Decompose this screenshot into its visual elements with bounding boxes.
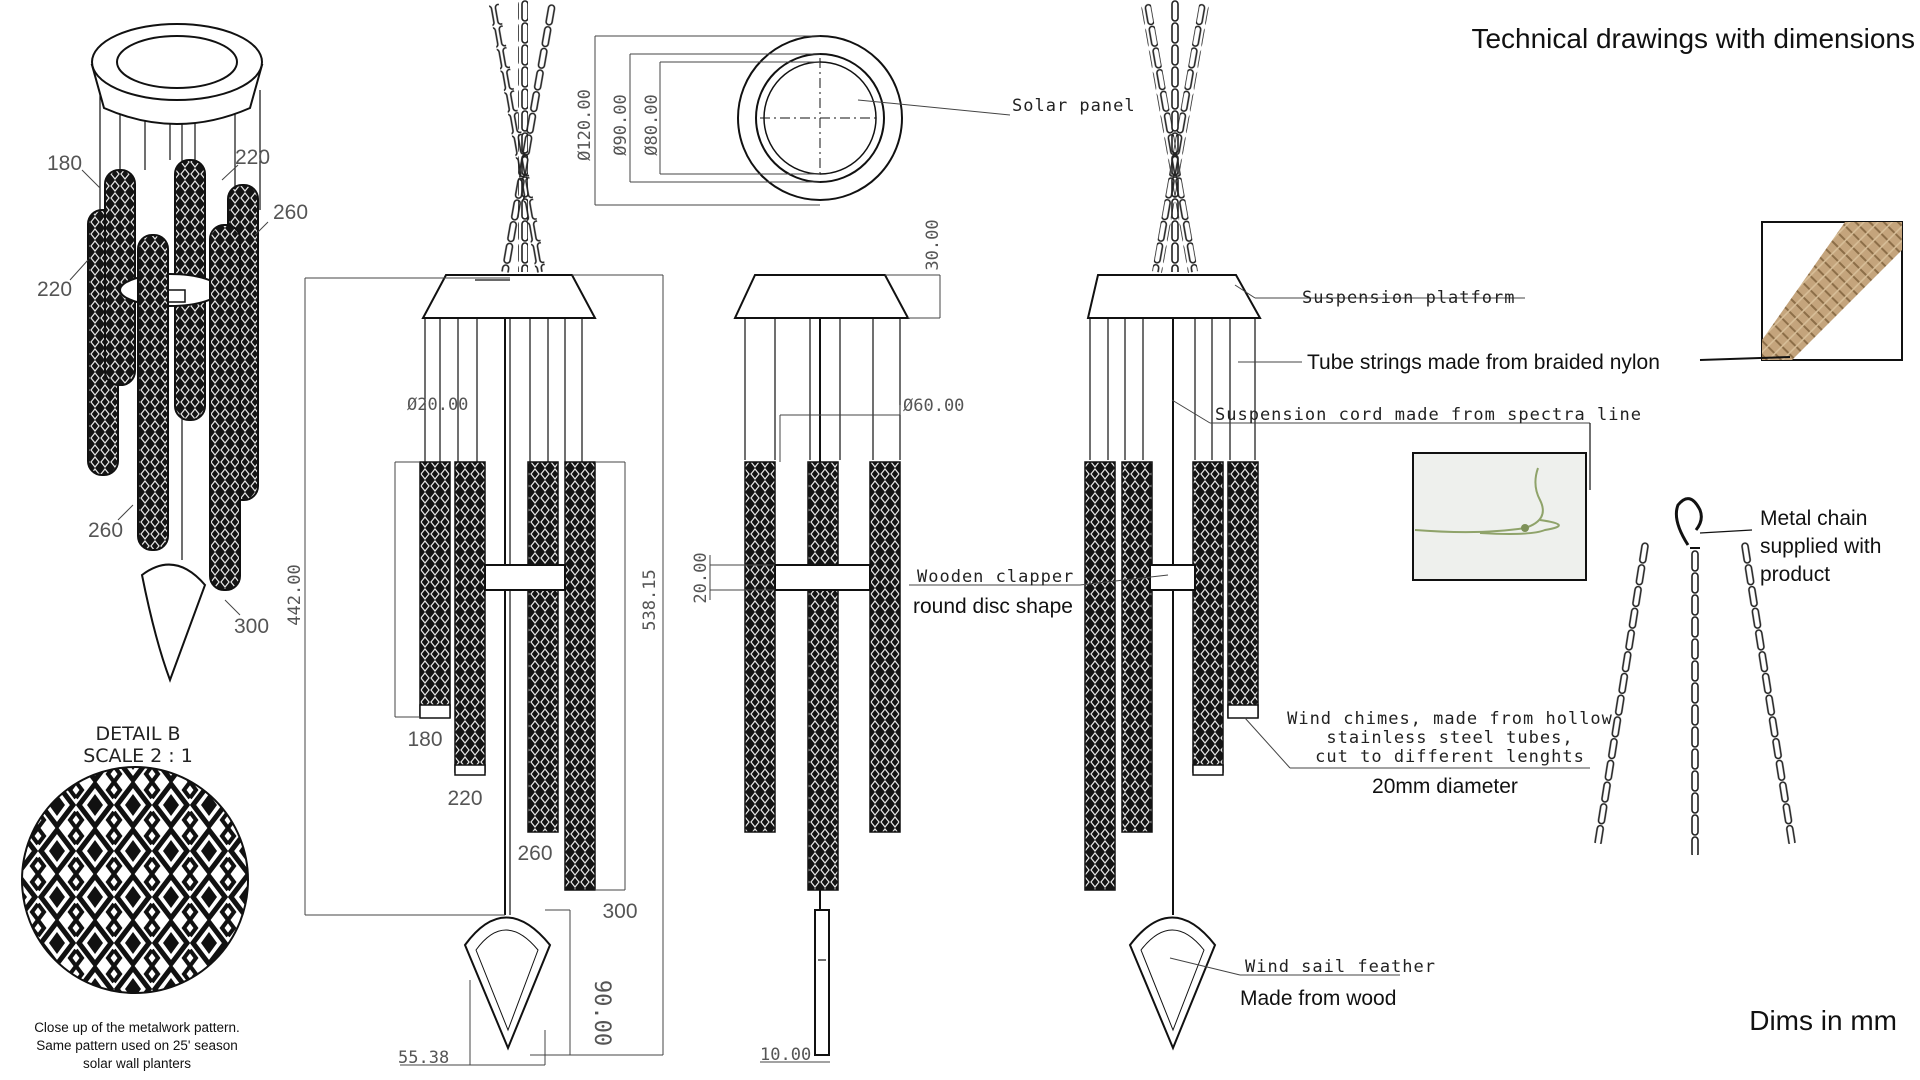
label-wind-sail-material: Made from wood [1240,987,1396,1010]
label-wooden-clapper: Wooden clapper [917,567,1074,587]
labeled-chains [1140,0,1210,273]
front-dimension-lines [304,274,664,1066]
labeled-platform [1086,274,1262,319]
label-wind-sail: Wind sail feather [1245,957,1436,977]
front-view: 442.00 Ø20.00 538.15 90.00 55.38 180 220… [285,0,664,1068]
label-suspension-cord: Suspension cord made from spectra line [1215,405,1642,425]
dim-overall-height: 442.00 [285,564,305,625]
top-dimension-lines [594,35,1011,206]
front-wind-sail [463,916,552,1051]
front-label-220: 220 [447,787,482,810]
iso-tube-300 [209,224,241,591]
side-tube-right [869,461,901,833]
iso-label-220-left: 220 [37,278,72,301]
front-tube-260 [527,461,559,833]
dim-tube-span: 538.15 [640,569,660,630]
label-metal-chain-3: product [1760,563,1830,586]
detail-caption-2: Same pattern used on 25' season [36,1038,237,1053]
dim-side-thickness: 10.00 [760,1045,811,1065]
labeled-tube-220 [1192,461,1224,773]
iso-tube-220a [104,169,136,386]
front-label-300: 300 [602,900,637,923]
side-clapper [774,564,871,591]
dim-top-mid: Ø90.00 [611,94,631,155]
top-view: Ø120.00 Ø90.00 Ø80.00 Solar panel [575,35,1136,206]
labeled-tube-260 [1121,461,1153,833]
label-solar-panel: Solar panel [1012,96,1136,116]
dim-clapper-height: 20.00 [691,552,711,603]
front-tube-220 [454,461,486,773]
label-wind-chimes-3: cut to different lenghts [1315,747,1585,767]
label-tube-strings: Tube strings made from braided nylon [1307,351,1660,374]
detail-b: DETAIL B SCALE 2 : 1 Close up of the met… [21,723,249,1071]
isometric-view: 180 220 260 220 260 300 [37,23,308,683]
labeled-tube-300 [1084,461,1116,891]
dim-top-outer: Ø120.00 [575,89,595,161]
label-wind-chimes-2: stainless steel tubes, [1326,728,1573,748]
front-label-260: 260 [517,842,552,865]
iso-label-180: 180 [47,152,82,175]
side-view: 30.00 Ø60.00 20.00 10.00 [691,219,964,1065]
front-tube-300 [564,461,596,891]
label-tube-diameter: 20mm diameter [1372,775,1518,798]
front-strings [424,318,583,465]
iso-label-260-left: 260 [88,519,123,542]
hook-icon [1674,497,1703,546]
side-tube-middle [807,461,839,891]
front-tube-180 [419,461,451,718]
dim-top-inner: Ø80.00 [642,94,662,155]
iso-wind-sail [140,563,207,683]
iso-label-300: 300 [234,615,269,638]
side-dimension-lines [709,274,941,1063]
iso-solar-panel [116,35,238,89]
labeled-view: Suspension platform Tube strings made fr… [909,0,1660,1051]
front-label-180: 180 [407,728,442,751]
rope-photo [1699,221,1903,361]
front-clapper [484,564,566,591]
detail-scale: SCALE 2 : 1 [83,745,193,767]
label-clapper-shape: round disc shape [913,595,1073,618]
detail-title: DETAIL B [95,723,180,745]
labeled-strings [1089,318,1256,460]
labeled-wind-sail [1128,916,1217,1051]
iso-tubes [87,159,259,591]
cord-photo [1412,452,1587,581]
iso-label-220-right: 220 [235,146,270,169]
front-chains [488,0,558,273]
side-tube-left [744,461,776,833]
side-wind-sail [814,909,830,1056]
label-metal-chain-1: Metal chain [1760,507,1867,530]
dim-platform-height: 30.00 [923,219,943,270]
page-title: Technical drawings with dimensions [1471,23,1915,54]
label-metal-chain-2: supplied with [1760,535,1881,558]
dim-sail-width: 55.38 [398,1048,449,1068]
iso-label-260-right: 260 [273,201,308,224]
side-platform [733,274,910,319]
front-platform [421,274,597,319]
detail-pattern-circle [22,767,248,993]
detail-caption-3: solar wall planters [83,1056,191,1071]
dim-sail-height: 90.00 [589,980,614,1046]
side-strings [744,318,901,460]
label-wind-chimes-1: Wind chimes, made from hollow [1287,709,1613,729]
units-note: Dims in mm [1749,1005,1897,1036]
iso-tube-260a [137,234,169,551]
metal-chain-illustration: Metal chain supplied with product [1592,497,1881,855]
dim-tube-diameter: Ø20.00 [407,395,468,415]
label-suspension-platform: Suspension platform [1302,288,1515,308]
labeled-tube-180 [1227,461,1259,718]
detail-caption-1: Close up of the metalwork pattern. [34,1020,240,1035]
iso-leaders [69,164,269,616]
labeled-leaders [1079,284,1590,976]
labeled-clapper [1149,564,1196,591]
dim-ring-diameter: Ø60.00 [903,396,964,416]
